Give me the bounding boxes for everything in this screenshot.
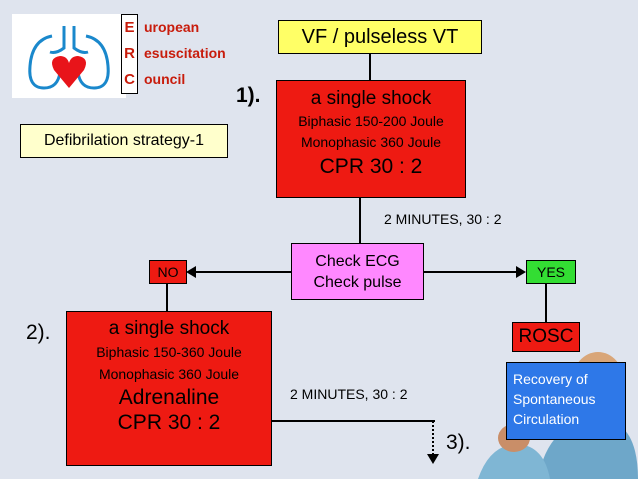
recovery-line3: Circulation <box>513 411 580 427</box>
strategy-label: Defibrilation strategy-1 <box>43 132 205 149</box>
connector-check-yes <box>424 271 520 273</box>
no-label: NO <box>157 264 179 280</box>
erc-letter-e: E <box>124 19 135 36</box>
title-box: VF / pulseless VT <box>278 20 482 54</box>
arrowhead-right-icon <box>516 266 526 278</box>
step1-label: 1). <box>236 84 261 107</box>
connector-shock2-right <box>272 420 435 422</box>
shock2-box: a single shock Biphasic 150-360 Joule Mo… <box>66 311 272 466</box>
title-text: VF / pulseless VT <box>301 26 459 48</box>
connector-title-shock1 <box>369 54 371 80</box>
step2-label: 2). <box>26 321 51 344</box>
shock2-monophasic: Monophasic 360 Joule <box>98 366 240 382</box>
interval2-label: 2 MINUTES, 30 : 2 <box>290 386 408 402</box>
step3-label: 3). <box>446 431 471 454</box>
check-ecg-text: Check ECG <box>315 253 400 270</box>
erc-letter-c: C <box>124 71 135 88</box>
erc-letters: E R C <box>121 14 138 94</box>
erc-logo <box>12 14 126 98</box>
connector-dotted-down <box>432 421 434 455</box>
check-pulse-text: Check pulse <box>313 274 402 291</box>
connector-shock1-check <box>359 198 361 243</box>
shock2-title: a single shock <box>108 318 230 339</box>
lungs-heart-icon <box>28 26 110 90</box>
connector-no-shock2 <box>166 284 168 311</box>
arrowhead-left-icon <box>186 266 196 278</box>
interval1-label: 2 MINUTES, 30 : 2 <box>384 211 502 227</box>
erc-word-resuscitation: esuscitation <box>144 45 226 61</box>
shock1-biphasic: Biphasic 150-200 Joule <box>298 113 444 129</box>
shock1-cpr: CPR 30 : 2 <box>319 155 423 178</box>
connector-yes-rosc <box>545 284 547 322</box>
recovery-box: Recovery of Spontaneous Circulation <box>506 362 626 440</box>
erc-word-council: ouncil <box>144 71 186 87</box>
rosc-label: ROSC <box>518 326 574 347</box>
connector-check-no <box>190 271 291 273</box>
no-box: NO <box>149 260 187 284</box>
erc-words: uropean esuscitation ouncil <box>144 14 226 92</box>
yes-label: YES <box>536 264 565 280</box>
shock2-adrenaline: Adrenaline <box>118 386 220 409</box>
check-box: Check ECG Check pulse <box>291 243 424 300</box>
yes-box: YES <box>526 260 576 284</box>
recovery-line1: Recovery of <box>513 371 588 387</box>
strategy-box: Defibrilation strategy-1 <box>20 124 228 158</box>
recovery-line2: Spontaneous <box>513 391 596 407</box>
shock2-cpr: CPR 30 : 2 <box>117 411 221 434</box>
shock1-monophasic: Monophasic 360 Joule <box>300 134 442 150</box>
shock2-biphasic: Biphasic 150-360 Joule <box>96 344 242 360</box>
arrowhead-down-icon <box>427 454 439 464</box>
erc-word-european: uropean <box>144 19 200 35</box>
shock1-box: a single shock Biphasic 150-200 Joule Mo… <box>276 80 466 198</box>
shock1-title: a single shock <box>310 88 432 109</box>
rosc-box: ROSC <box>512 322 580 352</box>
erc-letter-r: R <box>124 45 135 62</box>
